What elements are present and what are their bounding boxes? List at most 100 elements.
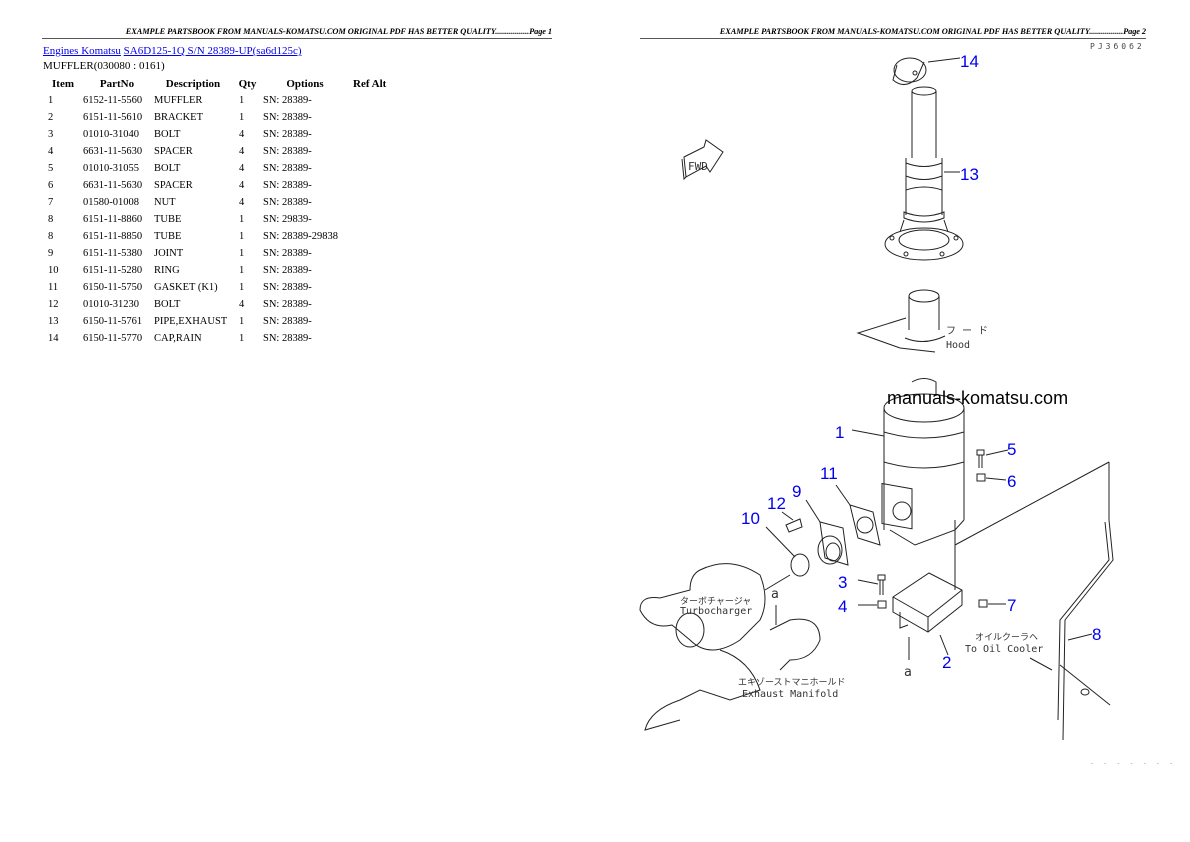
cell-qty: 1 (239, 248, 245, 259)
page-1-header: EXAMPLE PARTSBOOK FROM MANUALS-KOMATSU.C… (42, 27, 552, 39)
cell-refalt (350, 143, 389, 160)
cell-qty: 1 (239, 214, 245, 225)
cell-desc: TUBE (154, 231, 182, 242)
bolt-part-12 (781, 511, 803, 533)
cell-options: SN: 28389- (263, 180, 312, 191)
cell-item: 9 (48, 248, 54, 259)
cell-desc: JOINT (154, 248, 184, 259)
exhaust-manifold-label-en: Exhaust Manifold (742, 689, 838, 700)
cell-partno: 6151-11-5610 (83, 112, 143, 123)
oil-cooler-label-en: To Oil Cooler (965, 644, 1043, 655)
section-title: MUFFLER(030080 : 0161) (43, 60, 165, 72)
cell-partno: 6150-11-5770 (83, 333, 143, 344)
cell-options: SN: 28389- (263, 248, 312, 259)
column-header-description: Description (165, 78, 221, 90)
cell-item: 11 (48, 282, 59, 293)
exhaust-manifold-label-jp: エキゾーストマニホールド (738, 677, 846, 688)
cell-desc: SPACER (154, 180, 193, 191)
cell-refalt (350, 177, 389, 194)
cell-qty: 4 (239, 197, 245, 208)
fwd-arrow-icon: FWD (681, 139, 724, 181)
turbocharger-label-en: Turbocharger (680, 606, 752, 617)
cell-item: 6 (48, 180, 54, 191)
cell-refalt (350, 109, 389, 126)
cell-partno: 6152-11-5560 (83, 95, 143, 106)
rain-cap-part-14 (892, 57, 961, 85)
cell-options: SN: 29839- (263, 214, 312, 225)
cell-options: SN: 28389- (263, 129, 312, 140)
cell-options: SN: 28389- (263, 112, 312, 123)
cell-refalt (350, 160, 389, 177)
callout-6: 6 (1007, 472, 1016, 491)
cell-options: SN: 28389- (263, 146, 312, 157)
cell-partno: 6631-11-5630 (83, 180, 143, 191)
callout-5: 5 (1007, 440, 1016, 459)
table-header-row: Item PartNo Description Qty Options Ref … (43, 76, 389, 92)
callout-11: 11 (820, 464, 838, 483)
cell-qty: 1 (239, 112, 245, 123)
cell-item: 3 (48, 129, 54, 140)
column-header-options: Options (286, 78, 324, 90)
leader-1 (851, 429, 885, 437)
spacer-part-6 (976, 473, 1007, 482)
callout-8: 8 (1092, 625, 1101, 644)
exploded-parts-diagram: FWD 14 13 フ ー ド Hood (639, 52, 1114, 741)
cell-partno: 01010-31040 (83, 129, 139, 140)
cell-options: SN: 28389-29838 (263, 231, 338, 242)
breadcrumb-link-model[interactable]: SA6D125-1Q S/N 28389-UP(sa6d125c) (123, 45, 302, 57)
joint-part-9 (805, 499, 849, 566)
cell-desc: BOLT (154, 129, 181, 140)
cell-partno: 01010-31055 (83, 163, 139, 174)
column-header-item: Item (52, 78, 74, 90)
ref-a-turbo: a (771, 587, 779, 602)
bracket-part-2 (892, 520, 963, 660)
callout-9: 9 (792, 482, 801, 501)
table-row: 6 6631-11-5630 SPACER 4 SN: 28389- (43, 177, 389, 194)
cell-refalt (350, 279, 389, 296)
cell-partno: 01580-01008 (83, 197, 139, 208)
ring-part-10 (765, 526, 810, 577)
drawing-id: PJ3б0б2 (1090, 42, 1145, 51)
callout-7: 7 (1007, 596, 1016, 615)
page-2-header: EXAMPLE PARTSBOOK FROM MANUALS-KOMATSU.C… (640, 27, 1146, 39)
cell-item: 5 (48, 163, 54, 174)
cell-options: SN: 28389- (263, 299, 312, 310)
cell-qty: 4 (239, 129, 245, 140)
callout-3: 3 (838, 573, 847, 592)
cell-partno: 6151-11-5380 (83, 248, 143, 259)
callout-12: 12 (767, 494, 786, 513)
column-header-partno: PartNo (99, 78, 135, 90)
cell-refalt (350, 92, 389, 109)
cell-partno: 6151-11-8860 (83, 214, 143, 225)
cell-refalt (350, 126, 389, 143)
cell-qty: 4 (239, 299, 245, 310)
cell-item: 1 (48, 95, 54, 106)
breadcrumb-link-engines-komatsu[interactable]: Engines Komatsu (43, 45, 121, 57)
ref-a-bracket: a (904, 665, 912, 680)
callout-2: 2 (942, 653, 951, 672)
cell-desc: GASKET (K1) (154, 282, 218, 293)
column-header-refalt: Ref Alt (353, 78, 387, 90)
cell-qty: 1 (239, 316, 245, 327)
cell-item: 13 (48, 316, 59, 327)
cell-item: 8 (48, 231, 54, 242)
cell-refalt (350, 194, 389, 211)
leader-8 (1067, 633, 1093, 641)
cell-qty: 1 (239, 95, 245, 106)
cell-qty: 1 (239, 282, 245, 293)
cell-refalt (350, 228, 389, 245)
exhaust-pipe-part-13 (884, 86, 964, 261)
callout-13: 13 (960, 165, 979, 184)
cell-qty: 4 (239, 180, 245, 191)
cell-options: SN: 28389- (263, 282, 312, 293)
cell-refalt (350, 313, 389, 330)
cell-qty: 1 (239, 231, 245, 242)
